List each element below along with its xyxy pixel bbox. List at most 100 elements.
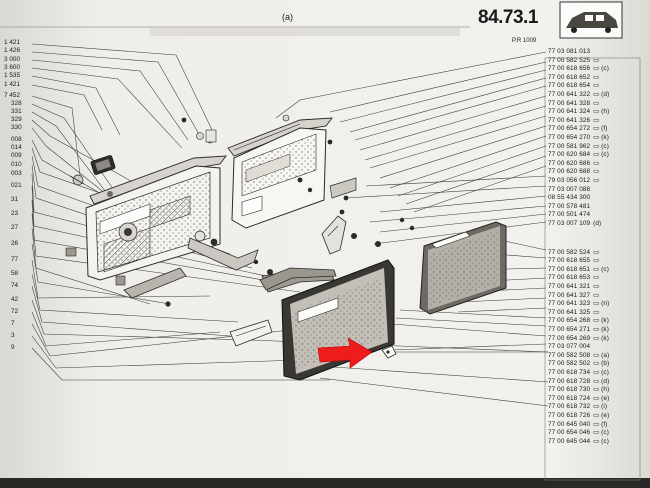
part-variant-note: ▭ (k) bbox=[593, 326, 609, 333]
part-number: 79 03 056 012 bbox=[548, 177, 591, 184]
right-part-number-row: 77 00 641 321▭ bbox=[548, 283, 600, 290]
part-variant-note: ▭ (b) bbox=[593, 360, 610, 368]
part-variant-note: ▭ (d) bbox=[593, 377, 610, 385]
part-number: 77 00 618 728 bbox=[548, 377, 591, 385]
door-lock-knob bbox=[69, 174, 85, 186]
part-variant-note: ▭ (k) bbox=[593, 334, 609, 342]
part-variant-note: ▭ bbox=[593, 159, 600, 167]
right-part-number-row: 77 00 620 684▭ (c) bbox=[548, 151, 609, 158]
right-part-number-row: 77 00 581 962▭ (c) bbox=[548, 143, 609, 150]
left-part-number: 3 600 bbox=[4, 64, 20, 71]
right-part-number-row: 77 03 081 013 bbox=[548, 48, 590, 55]
red-right-arrow-icon bbox=[317, 337, 373, 369]
part-number: 77 00 641 322 bbox=[548, 91, 591, 98]
part-number: 77 00 618 653 bbox=[548, 274, 591, 282]
right-part-number-row: 77 00 618 726▭ (e) bbox=[548, 412, 610, 419]
right-part-number-row: 77 00 618 728▭ (d) bbox=[548, 377, 610, 385]
pull-handle-front bbox=[123, 267, 187, 299]
left-part-number: 1 421 bbox=[4, 81, 20, 88]
right-part-number-row: 77 00 618 654▭ bbox=[548, 83, 599, 89]
rear-door-panel bbox=[231, 127, 327, 229]
part-number: 77 00 641 328 bbox=[548, 99, 591, 107]
left-part-number: 72 bbox=[11, 308, 19, 315]
part-variant-note: ▭ (i) bbox=[593, 403, 608, 411]
part-number: 77 00 654 269 bbox=[548, 334, 591, 342]
part-variant-note: ▭ (k) bbox=[593, 134, 609, 141]
right-part-number-row: 77 00 618 653▭ bbox=[548, 275, 599, 281]
right-part-number-row: 77 00 654 269▭ (k) bbox=[548, 334, 609, 342]
part-number-column-frame bbox=[544, 57, 641, 481]
part-variant-note: ▭ (c) bbox=[593, 429, 609, 437]
part-number: 77 00 618 730 bbox=[548, 386, 591, 394]
panel-retaining-clip bbox=[381, 345, 397, 359]
right-part-number-row: 77 00 654 270▭ (k) bbox=[548, 134, 609, 141]
left-part-number: 23 bbox=[11, 210, 19, 217]
left-part-number: 74 bbox=[11, 282, 19, 289]
right-part-number-row: 77 00 578 481 bbox=[548, 202, 591, 210]
part-number: 77 00 641 324 bbox=[548, 108, 591, 116]
part-number: 77 00 654 271 bbox=[548, 326, 591, 333]
left-part-number: 3 bbox=[11, 332, 15, 339]
right-part-number-row: 77 00 641 327▭ bbox=[548, 292, 599, 299]
part-number: 77 00 654 268 bbox=[548, 317, 591, 325]
right-part-number-row: 77 00 582 502▭ (b) bbox=[548, 361, 609, 367]
part-variant-note: ▭ bbox=[593, 168, 600, 176]
right-part-number-row: 77 00 654 271▭ (k) bbox=[548, 326, 609, 333]
part-number: 77 00 582 525 bbox=[548, 56, 591, 64]
part-number: 77 00 641 321 bbox=[548, 283, 591, 290]
part-variant-note: ▭ bbox=[593, 283, 600, 290]
part-number: 77 00 618 724 bbox=[548, 394, 591, 402]
left-part-number: 58 bbox=[11, 270, 19, 277]
part-variant-note: ▭ bbox=[593, 308, 600, 316]
left-part-number: 7 bbox=[11, 320, 15, 327]
right-part-number-row: 77 00 645 040▭ (f) bbox=[548, 421, 608, 428]
right-part-number-row: 77 00 582 508▭ (a) bbox=[548, 351, 609, 359]
right-part-number-row: 77 03 007 088 bbox=[548, 186, 590, 193]
part-variant-note: ▭ (h) bbox=[593, 108, 610, 116]
door-pull-handle bbox=[282, 114, 381, 255]
part-number: 77 00 618 654 bbox=[548, 82, 591, 90]
right-part-number-row: 77 00 582 525▭ bbox=[548, 56, 599, 64]
right-part-number-row: 77 00 620 686▭ bbox=[548, 159, 600, 167]
left-part-number: 328 bbox=[11, 100, 22, 107]
window-crank-escutcheon bbox=[90, 155, 116, 175]
part-number: 77 00 618 652 bbox=[548, 73, 591, 81]
part-number: 77 00 582 508 bbox=[548, 351, 591, 359]
right-part-number-row: 77 00 641 322▭ (d) bbox=[548, 91, 610, 98]
left-part-number: 27 bbox=[11, 224, 19, 231]
part-number: 77 00 618 656 bbox=[548, 65, 591, 73]
left-part-number: 9 bbox=[11, 344, 15, 351]
right-part-number-row: 77 00 618 651▭ (c) bbox=[548, 266, 609, 273]
right-part-number-row: 77 03 077 004 bbox=[548, 343, 590, 350]
right-part-number-row: 77 00 654 272▭ (f) bbox=[548, 126, 608, 132]
part-number: 77 00 618 734 bbox=[548, 369, 591, 376]
right-part-number-row: 77 03 007 109(d) bbox=[548, 220, 602, 227]
bleed-through-band bbox=[150, 28, 460, 36]
left-part-number: 1 426 bbox=[4, 47, 20, 54]
right-part-number-row: 77 00 501 474 bbox=[548, 212, 590, 218]
photo-bottom-edge bbox=[0, 478, 650, 488]
part-number: 77 00 641 323 bbox=[548, 300, 591, 308]
left-part-number: 3 000 bbox=[4, 56, 20, 63]
part-variant-note: (d) bbox=[593, 220, 602, 227]
part-number: 77 00 578 481 bbox=[548, 202, 591, 210]
part-variant-note: ▭ bbox=[593, 274, 600, 282]
part-number: 77 00 654 046 bbox=[548, 429, 591, 437]
right-part-number-row: 77 00 618 734▭ (c) bbox=[548, 369, 609, 376]
part-number: 77 03 007 109 bbox=[548, 220, 591, 227]
part-variant-note: ▭ (n) bbox=[593, 300, 610, 308]
left-part-number: 009 bbox=[11, 152, 22, 159]
part-variant-note: ▭ bbox=[593, 82, 600, 90]
plate-reference: P.R 1009 bbox=[512, 38, 537, 44]
left-part-number: 329 bbox=[11, 116, 22, 123]
part-variant-note: ▭ (c) bbox=[593, 437, 609, 445]
part-variant-note: ▭ (d) bbox=[593, 91, 610, 98]
part-variant-note: ▭ (e) bbox=[593, 412, 610, 419]
left-part-number: 1 535 bbox=[4, 72, 20, 79]
right-part-number-row: 77 00 618 655▭ bbox=[548, 257, 599, 264]
part-number: 77 00 620 688 bbox=[548, 168, 591, 176]
left-part-number: 008 bbox=[11, 136, 22, 143]
part-number: 77 00 618 726 bbox=[548, 412, 591, 419]
fastener-screws bbox=[253, 217, 415, 265]
